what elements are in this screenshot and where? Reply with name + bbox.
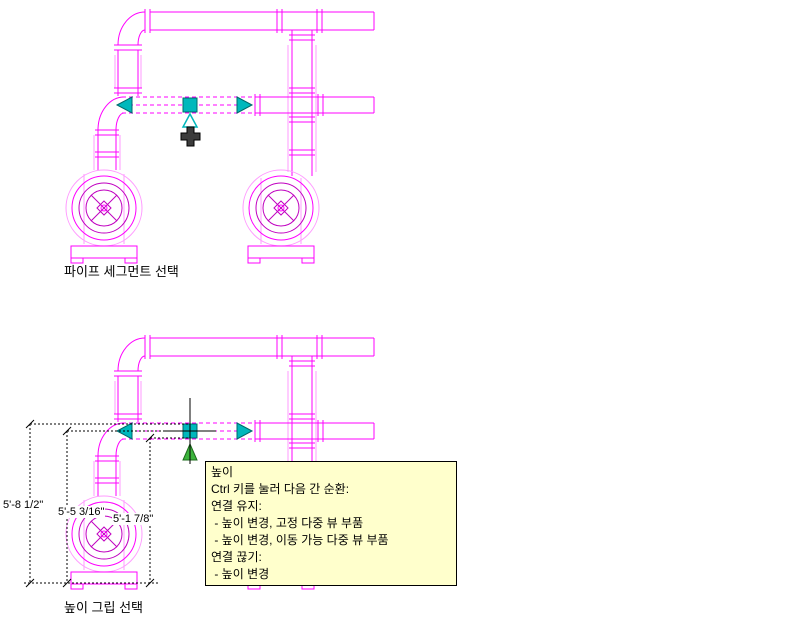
elevation-grip[interactable] (181, 112, 199, 128)
tooltip-line: - 높이 변경, 고정 다중 뷰 부품 (211, 516, 364, 530)
dimension-label: 5'-8 1/2" (2, 499, 45, 511)
crosshair-cursor (164, 398, 216, 464)
dimension-label: 5'-5 3/16" (57, 506, 106, 518)
tooltip-line: - 높이 변경, 이동 가능 다중 뷰 부품 (211, 533, 389, 547)
tooltip-line: 연결 유지: (211, 499, 262, 513)
segment-start-grip[interactable] (115, 96, 133, 114)
segment-end-grip[interactable] (236, 422, 254, 440)
tooltip-line: 높이 (211, 465, 234, 479)
add-cursor-icon (180, 126, 201, 147)
dimension-tick-marks (25, 419, 155, 588)
segment-midpoint-grip[interactable] (182, 97, 198, 113)
grip-tooltip: 높이 Ctrl 키를 눌러 다음 간 순환: 연결 유지: - 높이 변경, 고… (205, 461, 457, 586)
dimension-label: 5'-1 7/8" (112, 513, 155, 525)
tooltip-line: - 높이 변경 (211, 567, 270, 581)
tooltip-line: Ctrl 키를 눌러 다음 간 순환: (211, 482, 350, 496)
pipe-assembly-top[interactable] (66, 9, 374, 263)
figure-caption-bottom: 높이 그립 선택 (64, 600, 143, 615)
dimension-lines (24, 419, 190, 588)
selected-pipe-segment-top[interactable] (115, 96, 254, 114)
segment-end-grip[interactable] (236, 96, 254, 114)
tooltip-line: 연결 끊기: (211, 550, 262, 564)
figure-caption-top: 파이프 세그먼트 선택 (64, 264, 179, 279)
